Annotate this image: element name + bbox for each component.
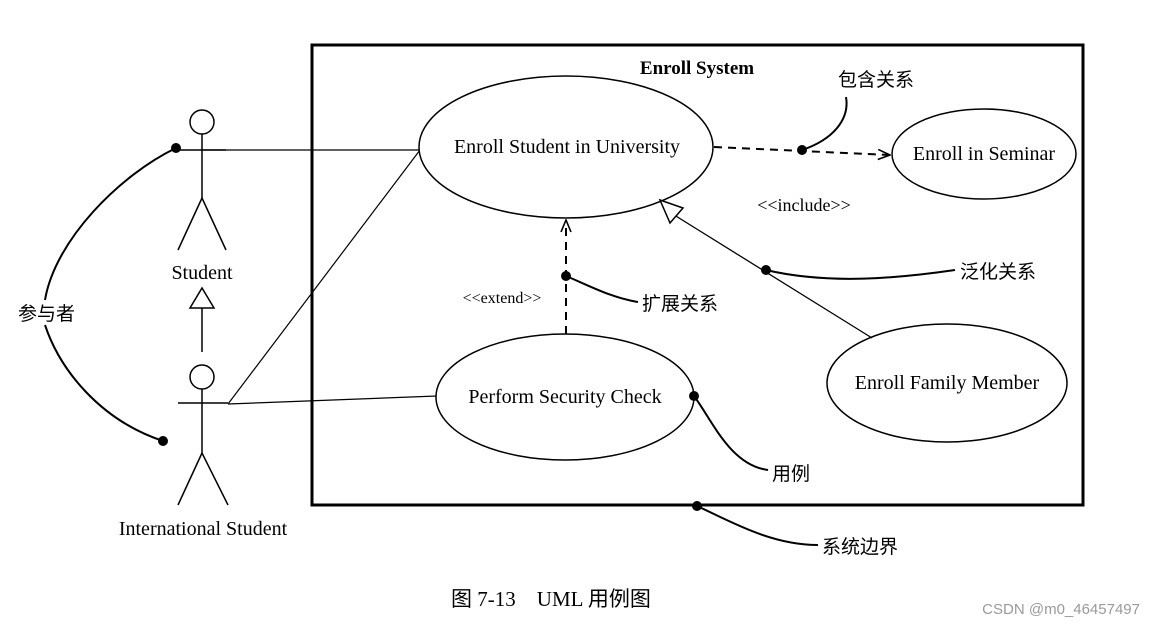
use-case-enroll-family-label: Enroll Family Member [855, 372, 1040, 394]
use-case-annotation: 用例 [772, 463, 810, 485]
use-case-generalization-arrow [658, 198, 873, 339]
associations [202, 149, 438, 405]
use-case-security-check-label: Perform Security Check [468, 386, 661, 408]
student-actor [177, 109, 227, 251]
include-relation-annotation: 包含关系 [838, 69, 914, 91]
use-case-enroll-family [826, 323, 1068, 443]
extend-stereotype: <<extend>> [463, 290, 542, 307]
callouts [44, 96, 956, 546]
system-boundary-annotation: 系统边界 [822, 536, 898, 558]
use-case-enroll-seminar [891, 108, 1077, 200]
generalization-relation-annotation: 泛化关系 [960, 261, 1036, 283]
actor-annotation: 参与者 [18, 303, 75, 325]
international-student-actor [177, 364, 229, 506]
system-title: Enroll System [640, 58, 754, 79]
student-label: Student [171, 262, 233, 284]
include-stereotype: <<include>> [757, 195, 851, 215]
use-case-enroll-university [418, 75, 714, 219]
watermark: CSDN @m0_46457497 [982, 601, 1140, 618]
extend-relation-annotation: 扩展关系 [642, 293, 718, 315]
use-case-enroll-university-label: Enroll Student in University [454, 136, 680, 158]
callout-dots [158, 143, 807, 511]
actor-generalization-arrow [188, 286, 216, 352]
use-case-enroll-seminar-label: Enroll in Seminar [913, 143, 1056, 165]
figure-caption: 图 7-13 UML 用例图 [451, 587, 651, 611]
international-student-label: International Student [119, 518, 288, 540]
